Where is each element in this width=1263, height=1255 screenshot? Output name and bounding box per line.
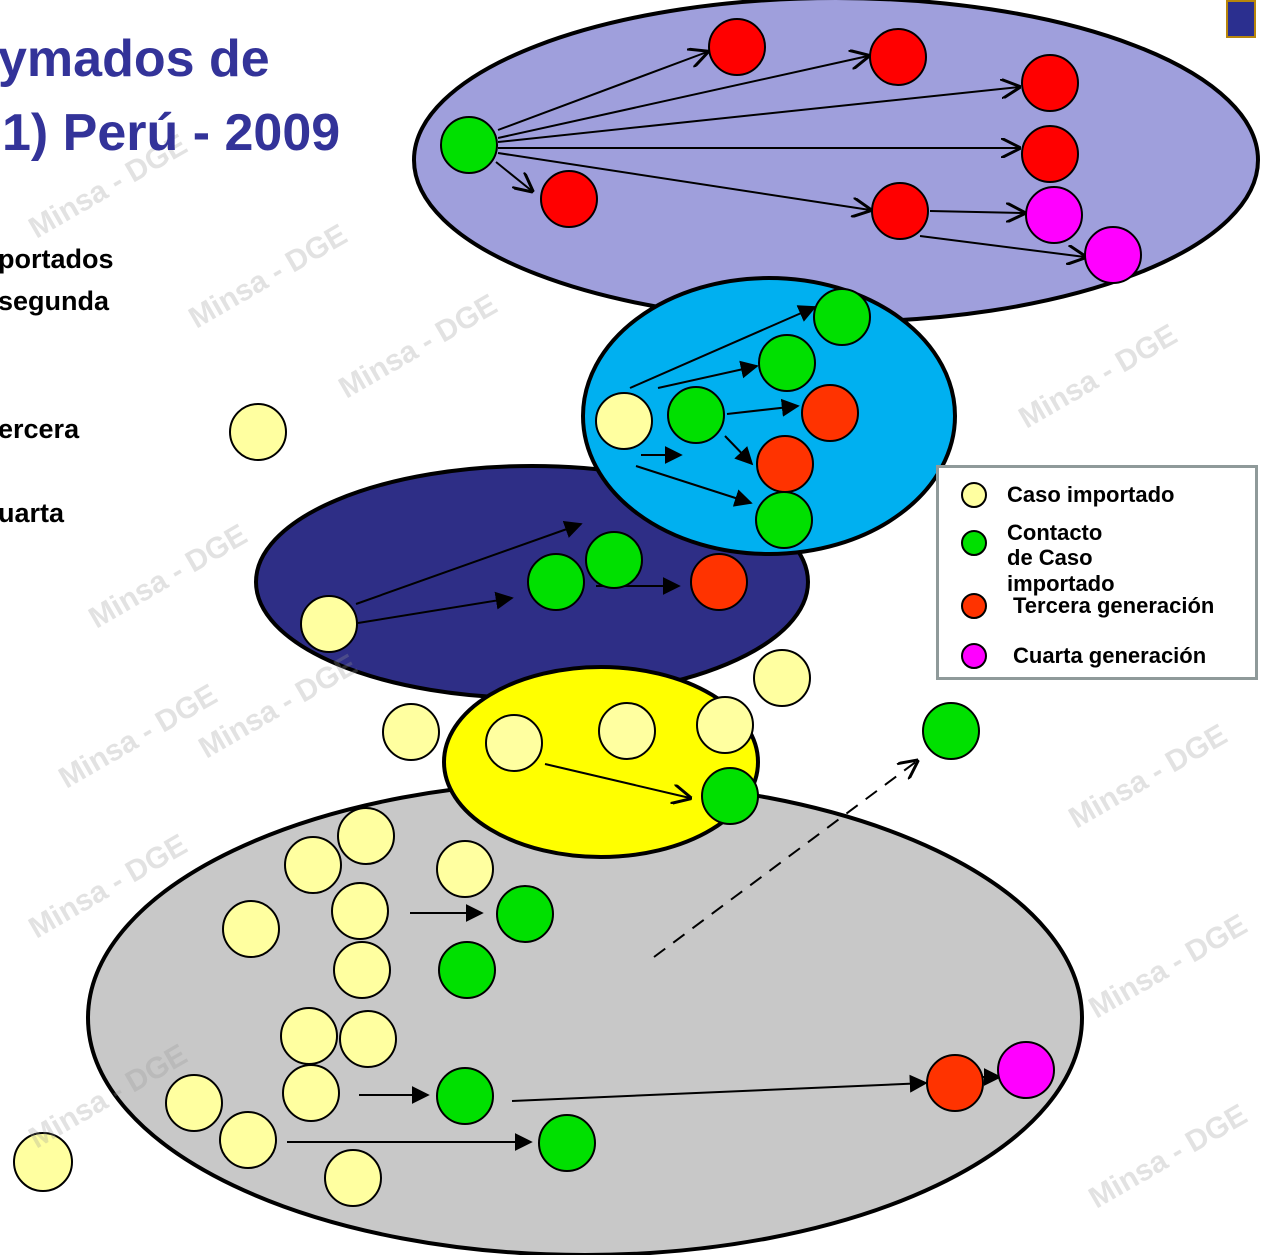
node-fourth bbox=[1025, 186, 1083, 244]
node-imported bbox=[165, 1074, 223, 1132]
node-imported bbox=[13, 1132, 73, 1192]
legend: Caso importado Contacto de Caso importad… bbox=[936, 465, 1258, 680]
node-third bbox=[801, 384, 859, 442]
node-imported bbox=[324, 1149, 382, 1207]
legend-label: Caso importado bbox=[1007, 482, 1175, 507]
node-contact bbox=[527, 553, 585, 611]
node-third bbox=[756, 435, 814, 493]
arrow bbox=[726, 398, 800, 417]
node-imported bbox=[595, 392, 653, 450]
arrow bbox=[497, 56, 868, 139]
legend-label: Contacto de Caso importado bbox=[1007, 520, 1115, 596]
node-imported bbox=[284, 836, 342, 894]
legend-label: Tercera generación bbox=[1013, 593, 1215, 618]
legend-swatch-third bbox=[961, 593, 987, 619]
node-contact bbox=[585, 531, 643, 589]
node-contact bbox=[667, 386, 725, 444]
node-imported bbox=[282, 1064, 340, 1122]
node-imported bbox=[598, 702, 656, 760]
arrow bbox=[497, 152, 870, 210]
node-third bbox=[926, 1054, 984, 1112]
node-imported bbox=[229, 403, 287, 461]
node-fourth bbox=[1084, 226, 1142, 284]
node-third bbox=[540, 170, 598, 228]
node-third bbox=[869, 28, 927, 86]
arrow bbox=[355, 520, 583, 605]
node-imported bbox=[219, 1111, 277, 1169]
node-imported bbox=[339, 1010, 397, 1068]
node-contact bbox=[922, 702, 980, 760]
node-contact bbox=[538, 1114, 596, 1172]
arrow bbox=[635, 465, 753, 507]
nodes bbox=[13, 18, 1142, 1207]
dashed-arrow bbox=[653, 761, 917, 958]
node-contact bbox=[436, 1067, 494, 1125]
node-contact bbox=[701, 767, 759, 825]
arrows bbox=[287, 52, 1085, 1151]
side-text-fourth: uarta bbox=[0, 498, 65, 528]
node-fourth bbox=[997, 1041, 1055, 1099]
node-imported bbox=[222, 900, 280, 958]
node-contact bbox=[758, 334, 816, 392]
legend-swatch-contact bbox=[961, 530, 987, 556]
page-title-line-2: 1) Perú - 2009 bbox=[2, 104, 341, 162]
node-contact bbox=[813, 288, 871, 346]
arrow bbox=[497, 52, 707, 131]
node-contact bbox=[496, 885, 554, 943]
node-imported bbox=[382, 703, 440, 761]
arrow bbox=[629, 305, 817, 389]
node-imported bbox=[280, 1007, 338, 1065]
cluster-yellow bbox=[442, 665, 760, 859]
node-imported bbox=[696, 696, 754, 754]
legend-swatch-fourth bbox=[961, 643, 987, 669]
node-imported bbox=[753, 649, 811, 707]
node-imported bbox=[485, 714, 543, 772]
cluster-cyan bbox=[581, 276, 957, 556]
arrow bbox=[495, 161, 532, 191]
node-third bbox=[708, 18, 766, 76]
node-contact bbox=[440, 116, 498, 174]
arrow bbox=[497, 87, 1019, 143]
node-imported bbox=[300, 595, 358, 653]
legend-swatch-imported bbox=[961, 482, 987, 508]
side-text-imported: portados bbox=[0, 244, 114, 274]
institution-logo-icon bbox=[1226, 0, 1256, 38]
node-third bbox=[1021, 54, 1079, 112]
node-imported bbox=[436, 840, 494, 898]
legend-label: Cuarta generación bbox=[1013, 643, 1207, 668]
arrow bbox=[919, 235, 1085, 257]
node-imported bbox=[337, 807, 395, 865]
node-contact bbox=[438, 941, 496, 999]
node-imported bbox=[333, 941, 391, 999]
node-imported bbox=[331, 882, 389, 940]
node-third bbox=[1021, 125, 1079, 183]
arrow bbox=[357, 591, 514, 624]
page-title-line-1: ymados de bbox=[0, 30, 270, 88]
arrow bbox=[929, 211, 1024, 213]
arrow bbox=[544, 763, 690, 798]
node-third bbox=[690, 553, 748, 611]
side-text-third: ercera bbox=[0, 414, 80, 444]
arrow bbox=[511, 1074, 928, 1102]
side-text-second: segunda bbox=[0, 286, 110, 316]
node-contact bbox=[755, 491, 813, 549]
node-third bbox=[871, 182, 929, 240]
arrow bbox=[724, 435, 754, 466]
arrow bbox=[657, 360, 759, 389]
